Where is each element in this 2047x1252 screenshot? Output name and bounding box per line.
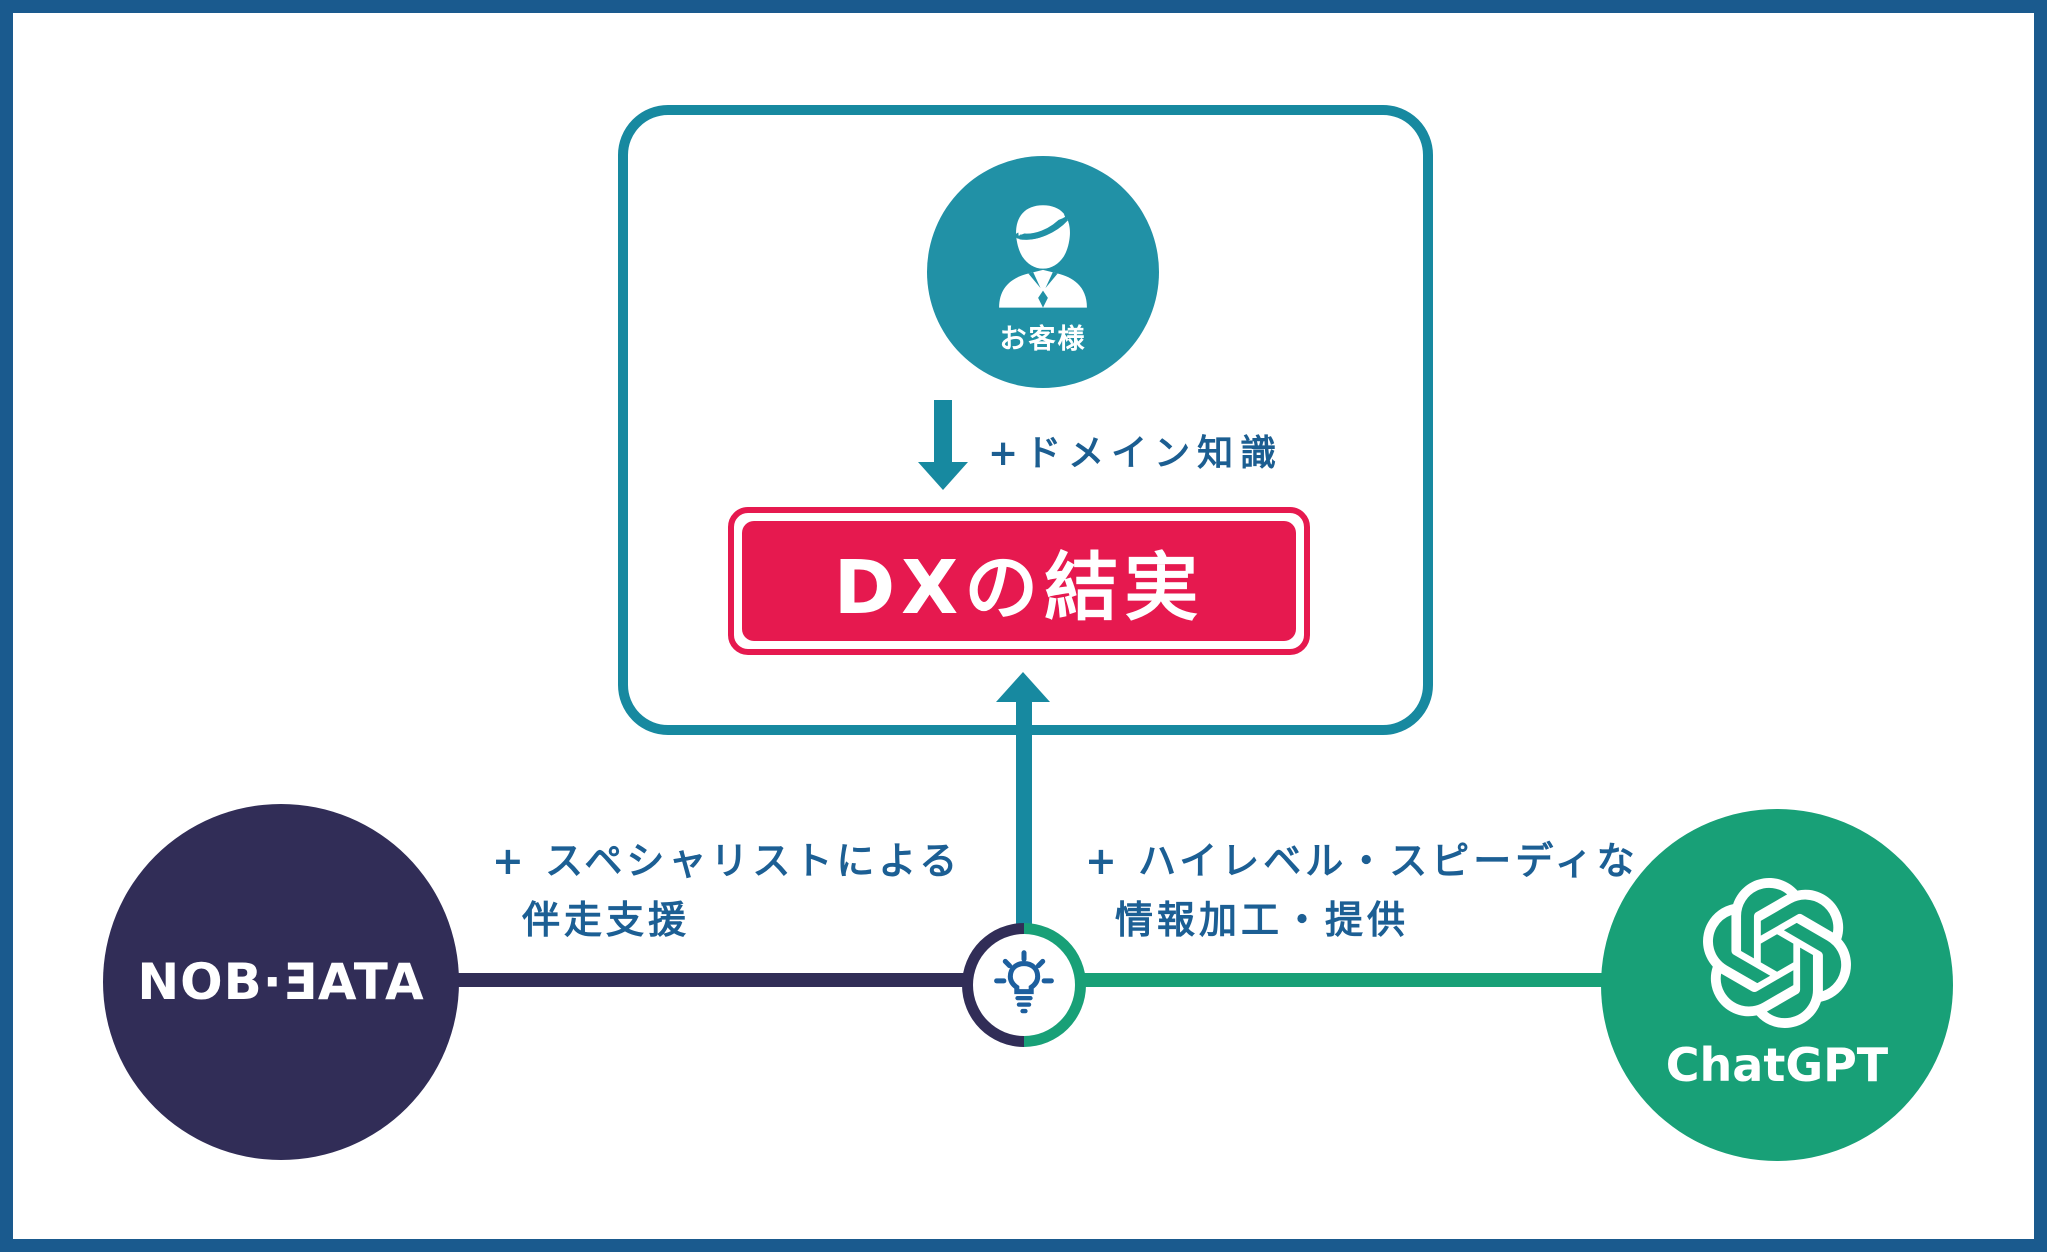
domain-knowledge-label: +ドメイン知識 <box>988 433 1284 474</box>
nobdata-node: NOB·ƎATA <box>103 804 459 1160</box>
nobdata-logo: NOB·ƎATA <box>137 953 425 1011</box>
left-edge-line1: + スペシャリストによる <box>492 839 962 883</box>
chatgpt-hub-line <box>1024 973 1777 987</box>
chatgpt-label: ChatGPT <box>1665 1038 1889 1092</box>
synergy-hub <box>962 923 1086 1047</box>
right-edge-label: + ハイレベル・スピーディな 情報加工・提供 <box>1085 832 1639 950</box>
customer-label: お客様 <box>999 323 1087 355</box>
dx-result-box: DXの結実 <box>728 507 1310 655</box>
right-edge-line2: 情報加工・提供 <box>1115 897 1410 942</box>
lightbulb-icon <box>988 947 1060 1023</box>
left-edge-line2: 伴走支援 <box>522 897 691 942</box>
openai-logo-icon <box>1702 878 1852 1032</box>
person-icon <box>982 189 1104 313</box>
down-arrow <box>934 400 952 464</box>
customer-node: お客様 <box>927 156 1159 388</box>
right-edge-line1: + ハイレベル・スピーディな <box>1085 839 1639 883</box>
dx-result-label: DXの結実 <box>833 544 1205 631</box>
up-arrow <box>1016 698 1032 926</box>
nobdata-hub-line <box>281 973 1024 987</box>
synergy-hub-inner <box>973 934 1075 1036</box>
dx-result-box-fill: DXの結実 <box>742 521 1296 641</box>
down-arrow-head-icon <box>918 462 968 490</box>
chatgpt-node: ChatGPT <box>1601 809 1953 1161</box>
left-edge-label: + スペシャリストによる 伴走支援 <box>492 832 961 950</box>
up-arrow-head-icon <box>996 672 1050 702</box>
